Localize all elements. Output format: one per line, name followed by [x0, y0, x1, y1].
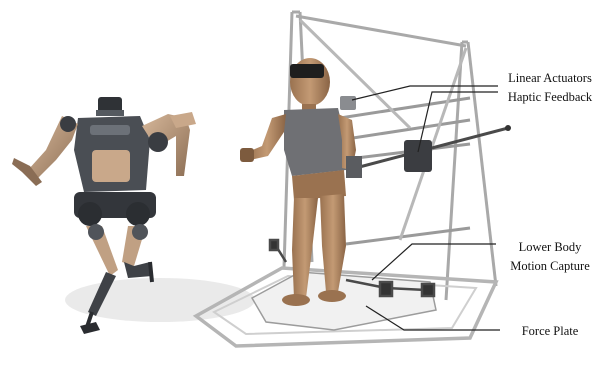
humanoid-robot	[12, 97, 255, 334]
operator-mannequin	[240, 58, 356, 306]
label-motion-capture: Motion Capture	[498, 258, 602, 274]
haptic-vest	[284, 108, 348, 176]
label-haptic-feedback: Haptic Feedback	[498, 89, 602, 105]
actuator-motor	[404, 140, 432, 172]
vr-headset	[290, 64, 324, 78]
label-lower-body: Lower Body	[498, 239, 602, 255]
label-force-plate: Force Plate	[498, 323, 602, 339]
frame-right-post-right	[468, 42, 496, 286]
label-linear-actuators: Linear Actuators	[498, 70, 602, 86]
linear-actuator-assembly	[346, 125, 511, 178]
